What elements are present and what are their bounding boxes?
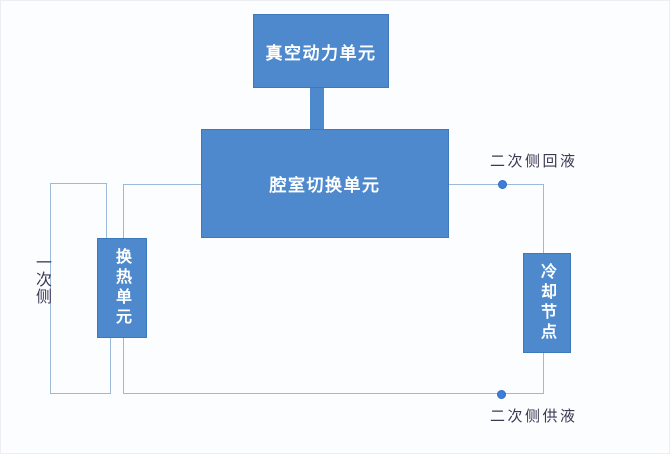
heat-exchange-unit-node: 换热单元 bbox=[97, 238, 147, 338]
vacuum-power-unit-label: 真空动力单元 bbox=[265, 43, 377, 64]
primary-side-label: 一次侧 bbox=[33, 254, 52, 305]
secondary-top-left-horizontal-line bbox=[123, 184, 201, 185]
primary-loop-bottom-rise-line bbox=[110, 338, 111, 394]
secondary-supply-junction-dot bbox=[497, 390, 506, 399]
chamber-switch-unit-label: 腔室切换单元 bbox=[269, 176, 381, 196]
primary-loop-top-drop-line bbox=[106, 183, 107, 238]
secondary-right-lower-vertical-line bbox=[543, 353, 544, 394]
primary-loop-top-horizontal-line bbox=[50, 183, 107, 184]
primary-loop-outer-vertical-line bbox=[50, 183, 51, 393]
vacuum-to-chamber-connector bbox=[310, 87, 324, 130]
heat-exchange-unit-label: 换热单元 bbox=[113, 248, 132, 328]
cooling-node-label: 冷却节点 bbox=[538, 263, 557, 343]
secondary-bottom-left-vertical-line bbox=[123, 338, 124, 394]
chamber-switch-unit-node: 腔室切换单元 bbox=[201, 129, 449, 238]
secondary-top-right-horizontal-line bbox=[449, 184, 544, 185]
secondary-return-junction-dot bbox=[498, 180, 507, 189]
secondary-bottom-horizontal-line bbox=[123, 393, 544, 394]
secondary-supply-label: 二次侧供液 bbox=[490, 407, 578, 425]
cooling-node-node: 冷却节点 bbox=[523, 253, 571, 353]
primary-loop-bottom-horizontal-line bbox=[50, 393, 111, 394]
vacuum-power-unit-node: 真空动力单元 bbox=[253, 14, 389, 88]
secondary-return-label: 二次侧回液 bbox=[490, 152, 578, 170]
secondary-right-upper-vertical-line bbox=[543, 184, 544, 253]
secondary-top-left-vertical-line bbox=[123, 184, 124, 238]
